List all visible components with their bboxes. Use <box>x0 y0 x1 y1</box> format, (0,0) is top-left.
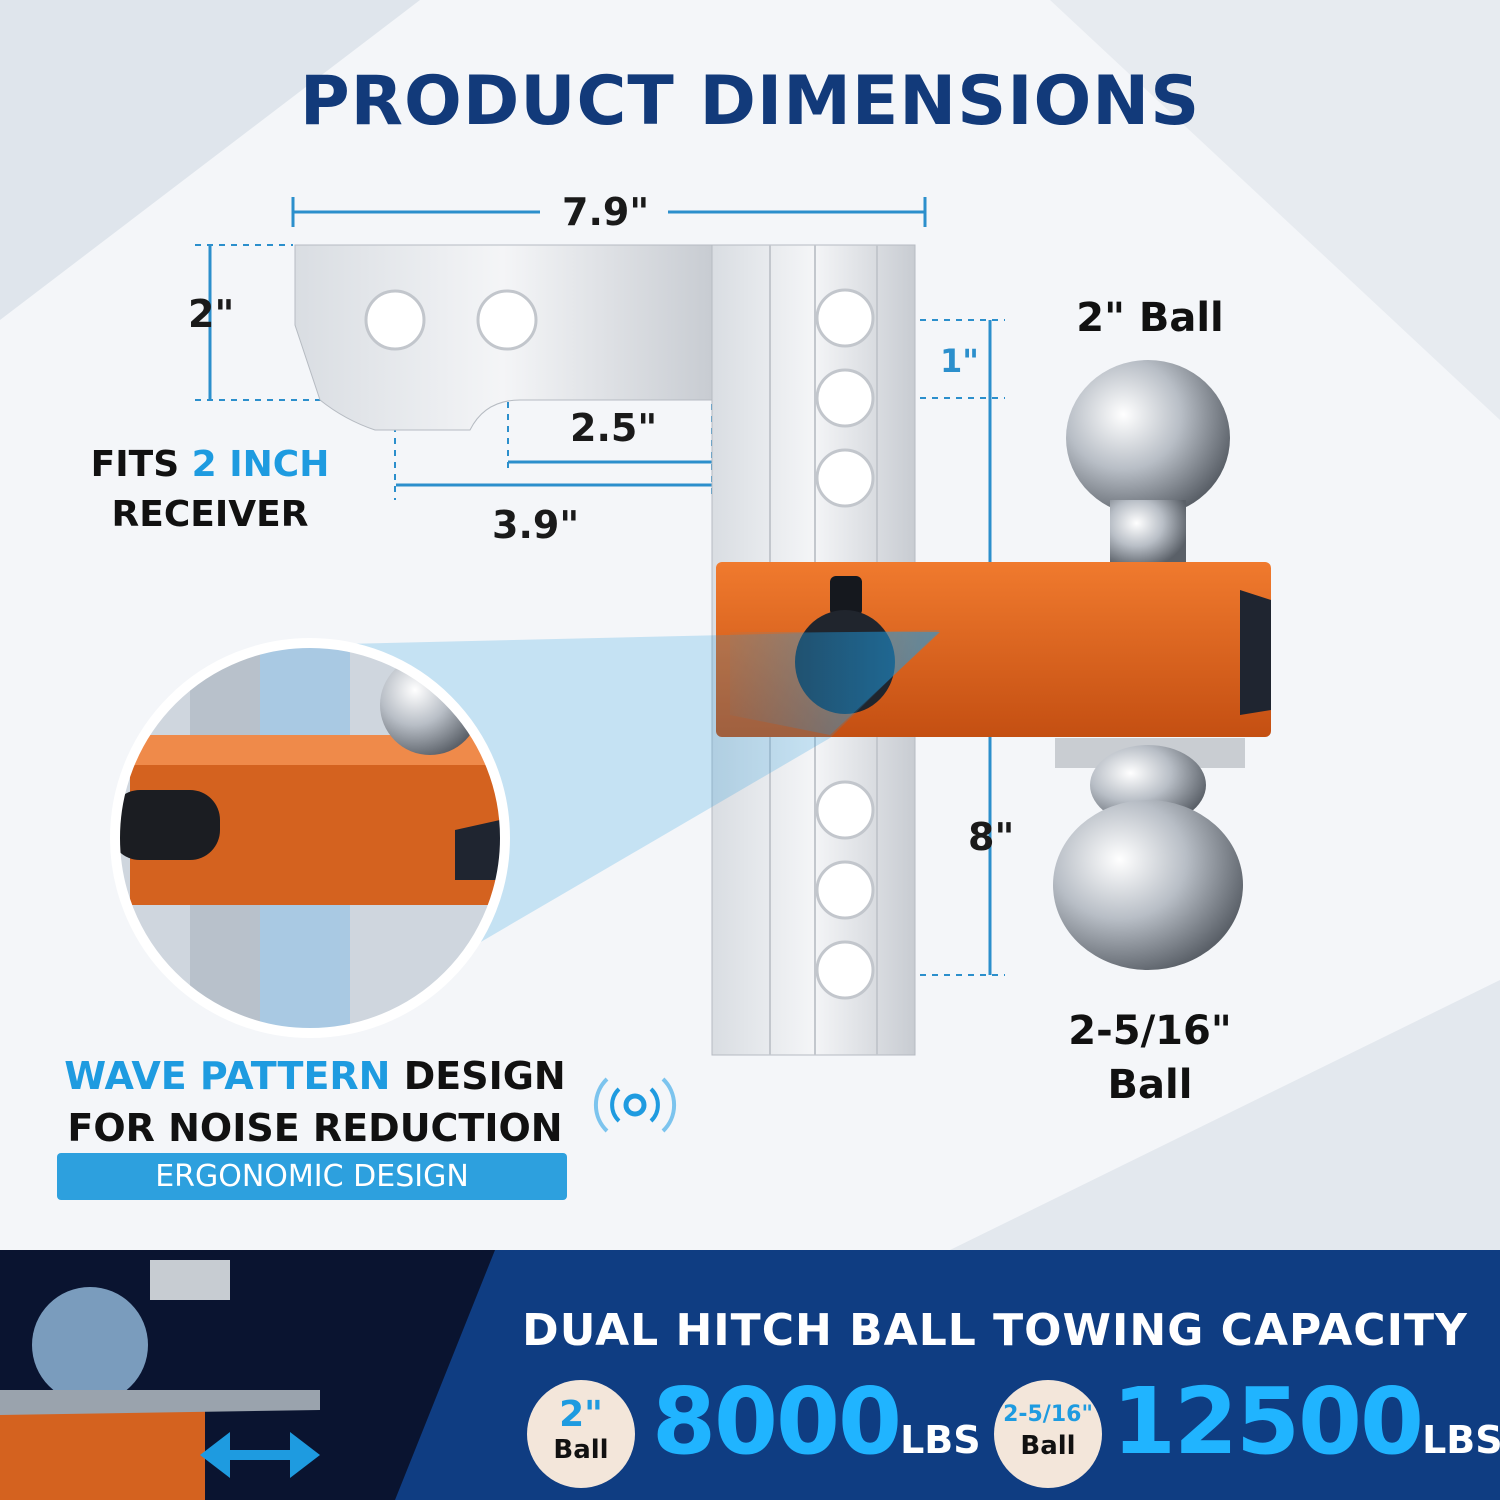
sound-waves-icon <box>585 1065 685 1145</box>
ball2-badge: 2-5/16" Ball <box>994 1380 1102 1488</box>
wave-rest: DESIGN <box>390 1054 566 1098</box>
dim-pin-to-shank-a: 2.5" <box>570 406 658 450</box>
wave-accent: WAVE PATTERN <box>64 1054 391 1098</box>
ball1-value: 8000 <box>652 1368 902 1475</box>
page-title: PRODUCT DIMENSIONS <box>299 62 1201 141</box>
bottom-ball-label-size: 2-5/16" <box>1068 1008 1232 1054</box>
ball2-capacity: 12500LBS <box>1112 1368 1500 1475</box>
capacity-title: DUAL HITCH BALL TOWING CAPACITY <box>522 1305 1468 1356</box>
ball2-unit: LBS <box>1422 1418 1500 1462</box>
wave-pattern-text: WAVE PATTERN DESIGN FOR NOISE REDUCTION <box>40 1050 590 1154</box>
receiver-word: RECEIVER <box>111 494 309 535</box>
receiver-prefix: FITS <box>90 444 192 485</box>
ball2-size: 2-5/16" <box>1003 1402 1093 1427</box>
receiver-fit-text: FITS 2 INCH RECEIVER <box>60 440 360 540</box>
receiver-size: 2 INCH <box>191 444 330 485</box>
ball1-unit: LBS <box>900 1418 981 1462</box>
top-ball-label: 2" Ball <box>1076 295 1224 341</box>
dim-pin-to-shank-b: 3.9" <box>492 503 580 547</box>
dim-hole-spacing: 1" <box>940 342 979 380</box>
dim-height: 2" <box>188 292 235 336</box>
double-arrow-icon <box>200 1420 320 1490</box>
wave-line2: FOR NOISE REDUCTION <box>67 1106 563 1150</box>
ball2-word: Ball <box>1020 1431 1076 1461</box>
ball1-word: Ball <box>553 1435 609 1465</box>
ball1-badge: 2" Ball <box>527 1380 635 1488</box>
ball1-size: 2" <box>559 1394 603 1435</box>
dim-overall-length: 7.9" <box>562 190 650 234</box>
dim-drop-rise: 8" <box>968 815 1015 859</box>
ergonomic-design-badge: ERGONOMIC DESIGN <box>57 1153 567 1200</box>
bottom-ball-label-word: Ball <box>1107 1062 1193 1108</box>
ball1-capacity: 8000LBS <box>652 1368 981 1475</box>
ball2-value: 12500 <box>1112 1368 1424 1475</box>
